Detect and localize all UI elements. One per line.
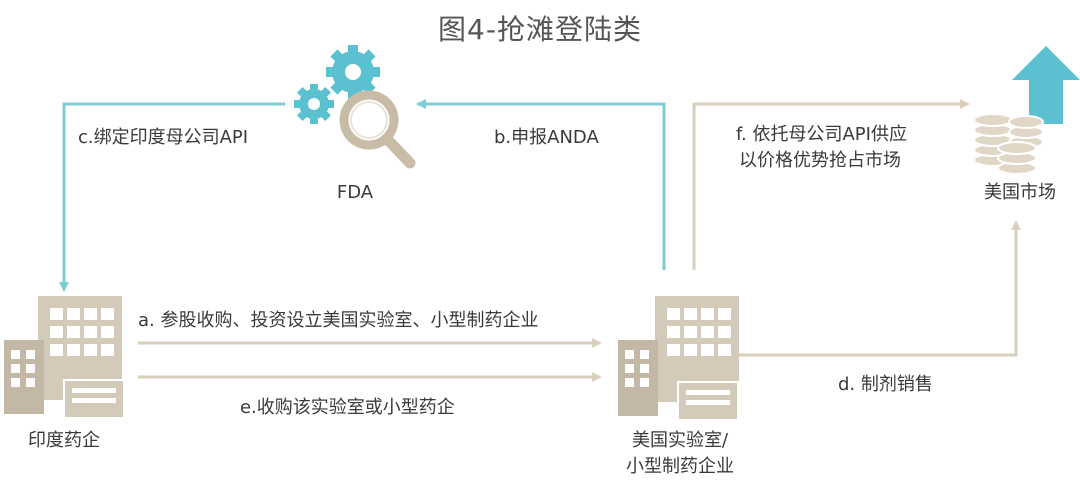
fda-label: FDA [336,182,374,203]
edge-f-arrow [692,99,970,270]
diagram-title: 图4-抢滩登陆类 [438,13,642,46]
us-lab-label-line1: 美国实验室/ [631,430,729,451]
us-lab-label-line2: 小型制药企业 [626,456,734,477]
us-market-label: 美国市场 [984,182,1056,203]
india-pharma-label: 印度药企 [28,430,100,451]
edge-c-arrow [59,102,285,292]
edge-c-label: c.绑定印度母公司API [78,127,249,148]
edge-e-label: e.收购该实验室或小型药企 [240,397,455,418]
up-arrow-icon [1012,46,1080,124]
edge-f-label-line1: f. 依托母公司API供应 [736,124,907,145]
edge-a-label: a. 参股收购、投资设立美国实验室、小型制药企业 [138,310,539,331]
edge-b-arrow [416,99,666,270]
edge-d-arrow [738,220,1021,357]
building-icon-india [4,296,125,419]
edge-f-label-line2: 以价格优势抢占市场 [739,150,901,171]
gear-magnifier-icon [294,45,416,169]
building-icon-us-lab [618,296,739,421]
coin-stack-up-arrow-icon [973,46,1080,175]
edge-d-label: d. 制剂销售 [838,374,933,395]
edge-b-label: b.申报ANDA [494,127,599,148]
